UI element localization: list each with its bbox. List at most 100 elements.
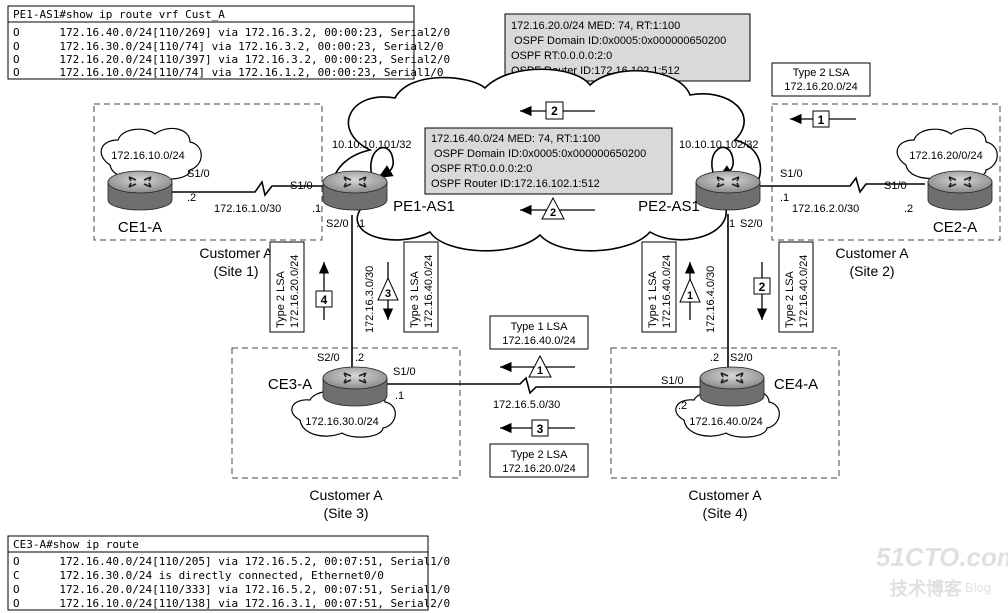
ce4-name: CE4-A — [774, 376, 818, 393]
step-number: 2 — [759, 280, 766, 294]
site4-box — [610, 347, 840, 479]
watermark-blog: Blog — [965, 580, 991, 595]
lsa-prefix-text: 172.16.40.0/24 — [661, 255, 673, 328]
pe2-ce4-type2-lsa: Type 2 LSA 172.16.40.0/24 — [778, 241, 814, 333]
pe2-router-icon — [695, 170, 761, 211]
watermark-text: 51CTO.com — [876, 542, 1008, 572]
step-2-marker-cloud-bottom: 2 — [520, 196, 595, 220]
info-line: OSPF Router ID:172.16.102.1:512 — [431, 178, 600, 190]
interface-label: .2 — [678, 400, 687, 412]
ce4-lan-label: 172.16.40.0/24 — [689, 416, 762, 428]
pe2-name: PE2-AS1 — [638, 198, 700, 215]
top-right-lsa-label: Type 2 LSA 172.16.20.0/24 — [771, 62, 871, 97]
link-ce1-pe1 — [148, 180, 340, 197]
site-caption: (Site 3) — [323, 505, 368, 521]
info-line: 172.16.20.0/24 MED: 74, RT:1:100 — [511, 20, 680, 32]
link-pe2-ce2 — [745, 176, 925, 194]
step-1-marker-ce3-ce4: 1 — [500, 354, 575, 378]
step-number: 2 — [550, 207, 556, 219]
info-line: 172.16.40.0/24 MED: 74, RT:1:100 — [431, 133, 600, 145]
pe1-name: PE1-AS1 — [393, 198, 455, 215]
pe1-route-line: O 172.16.40.0/24[110/269] via 172.16.3.2… — [13, 26, 450, 39]
interface-label: .1 — [780, 192, 789, 204]
lsa-type-text: Type 3 LSA — [409, 270, 421, 328]
site-caption: (Site 4) — [702, 505, 747, 521]
info-line: OSPF Domain ID:0x0005:0x000000650200 — [431, 148, 646, 160]
step-3-marker-pe1: 3 — [377, 262, 399, 320]
step-number: 1 — [687, 290, 693, 302]
pe2-loopback-label: 10.10.10.102/32 — [679, 139, 759, 151]
site-captions: Customer A (Site 1) Customer A (Site 2) … — [199, 245, 909, 521]
interface-label: .1 — [312, 203, 321, 215]
pe1-ce3-type3-lsa: Type 3 LSA 172.16.40.0/24 — [403, 241, 439, 333]
step-number: 1 — [537, 365, 543, 377]
interface-label: S2/0 — [317, 352, 340, 364]
lsa-prefix-text: 172.16.20.0/24 — [289, 255, 301, 328]
step-1-marker-pe2: 1 — [679, 262, 701, 320]
pe1-route-line: O 172.16.10.0/24[110/74] via 172.16.1.2,… — [13, 66, 443, 79]
ce2-router-icon — [927, 170, 993, 211]
interface-label: S1/0 — [187, 168, 210, 180]
interface-label: S1/0 — [780, 168, 803, 180]
link-subnet-label: 172.16.4.0/30 — [705, 266, 717, 333]
site-caption: Customer A — [835, 245, 909, 261]
lsa-prefix-text: 172.16.20.0/24 — [784, 81, 857, 93]
interface-label: S1/0 — [393, 366, 416, 378]
interface-label: .1 — [395, 390, 404, 402]
ce4-router-icon — [699, 366, 765, 407]
site1-box — [93, 103, 323, 241]
step-2-marker-pe2: 2 — [753, 262, 771, 320]
ce2-name: CE2-A — [933, 219, 977, 236]
mid-bgp-info-box: 172.16.40.0/24 MED: 74, RT:1:100 OSPF Do… — [424, 127, 673, 195]
link-ce3-ce4 — [385, 376, 700, 395]
step-number: 4 — [321, 293, 328, 307]
step-number: 3 — [385, 288, 391, 300]
interface-label: S2/0 — [326, 218, 349, 230]
watermark: 51CTO.com 技术博客 Blog — [876, 542, 1008, 599]
step-3-marker-ce3-ce4: 3 — [500, 419, 575, 437]
ce3-route-line: O 172.16.40.0/24[110/205] via 172.16.5.2… — [13, 555, 450, 568]
link-subnet-label: 172.16.1.0/30 — [214, 203, 281, 215]
link-subnet-label: 172.16.5.0/30 — [493, 399, 560, 411]
lsa-type-text: Type 2 LSA — [275, 270, 287, 328]
watermark-subtext: 技术博客 — [890, 578, 963, 599]
interface-label: S1/0 — [884, 180, 907, 192]
site2-box — [771, 103, 1001, 241]
lsa-prefix-text: 172.16.40.0/24 — [502, 335, 575, 347]
interface-label: S2/0 — [730, 352, 753, 364]
ce3-output-header: CE3-A#show ip route — [13, 538, 139, 551]
lsa-type-text: Type 1 LSA — [511, 321, 569, 333]
ce3-ce4-type2-lsa: Type 2 LSA 172.16.20.0/24 — [489, 443, 589, 478]
link-subnet-label: 172.16.3.0/30 — [364, 266, 376, 333]
step-4-marker: 4 — [315, 262, 333, 320]
pe1-output-header: PE1-AS1#show ip route vrf Cust_A — [13, 8, 225, 21]
step-number: 1 — [818, 113, 825, 127]
pe2-ce4-type1-lsa: Type 1 LSA 172.16.40.0/24 — [641, 241, 677, 333]
site-caption: Customer A — [688, 487, 762, 503]
ce3-router-icon — [322, 366, 388, 407]
ce3-route-line: C 172.16.30.0/24 is directly connected, … — [13, 569, 384, 582]
ce3-lan-label: 172.16.30.0/24 — [305, 416, 378, 428]
ce3-ce4-type1-lsa: Type 1 LSA 172.16.40.0/24 — [489, 315, 589, 350]
link-subnet-label: 172.16.2.0/30 — [792, 203, 859, 215]
step-2-marker-cloud-top: 2 — [520, 101, 595, 120]
pe1-router-icon — [322, 170, 388, 211]
lsa-type-text: Type 2 LSA — [784, 270, 796, 328]
info-line: OSPF RT:0.0.0.0:2:0 — [511, 50, 612, 62]
interface-label: .2 — [904, 203, 913, 215]
ce3-route-line: O 172.16.10.0/24[110/138] via 172.16.3.1… — [13, 597, 450, 610]
pe1-loopback-label: 10.10.10.101/32 — [332, 139, 412, 151]
ce1-router-icon — [107, 170, 173, 211]
interface-label: .2 — [187, 192, 196, 204]
pe1-route-line: O 172.16.20.0/24[110/397] via 172.16.3.2… — [13, 53, 450, 66]
lsa-prefix-text: 172.16.20.0/24 — [502, 463, 575, 475]
site-caption: (Site 1) — [213, 263, 258, 279]
interface-label: .1 — [356, 218, 365, 230]
ce1-lan-label: 172.16.10.0/24 — [111, 150, 184, 162]
interface-label: .2 — [355, 352, 364, 364]
info-line: OSPF Domain ID:0x0005:0x000000650200 — [511, 35, 726, 47]
pe1-loopback-curl — [370, 146, 394, 186]
lsa-prefix-text: 172.16.40.0/24 — [798, 255, 810, 328]
